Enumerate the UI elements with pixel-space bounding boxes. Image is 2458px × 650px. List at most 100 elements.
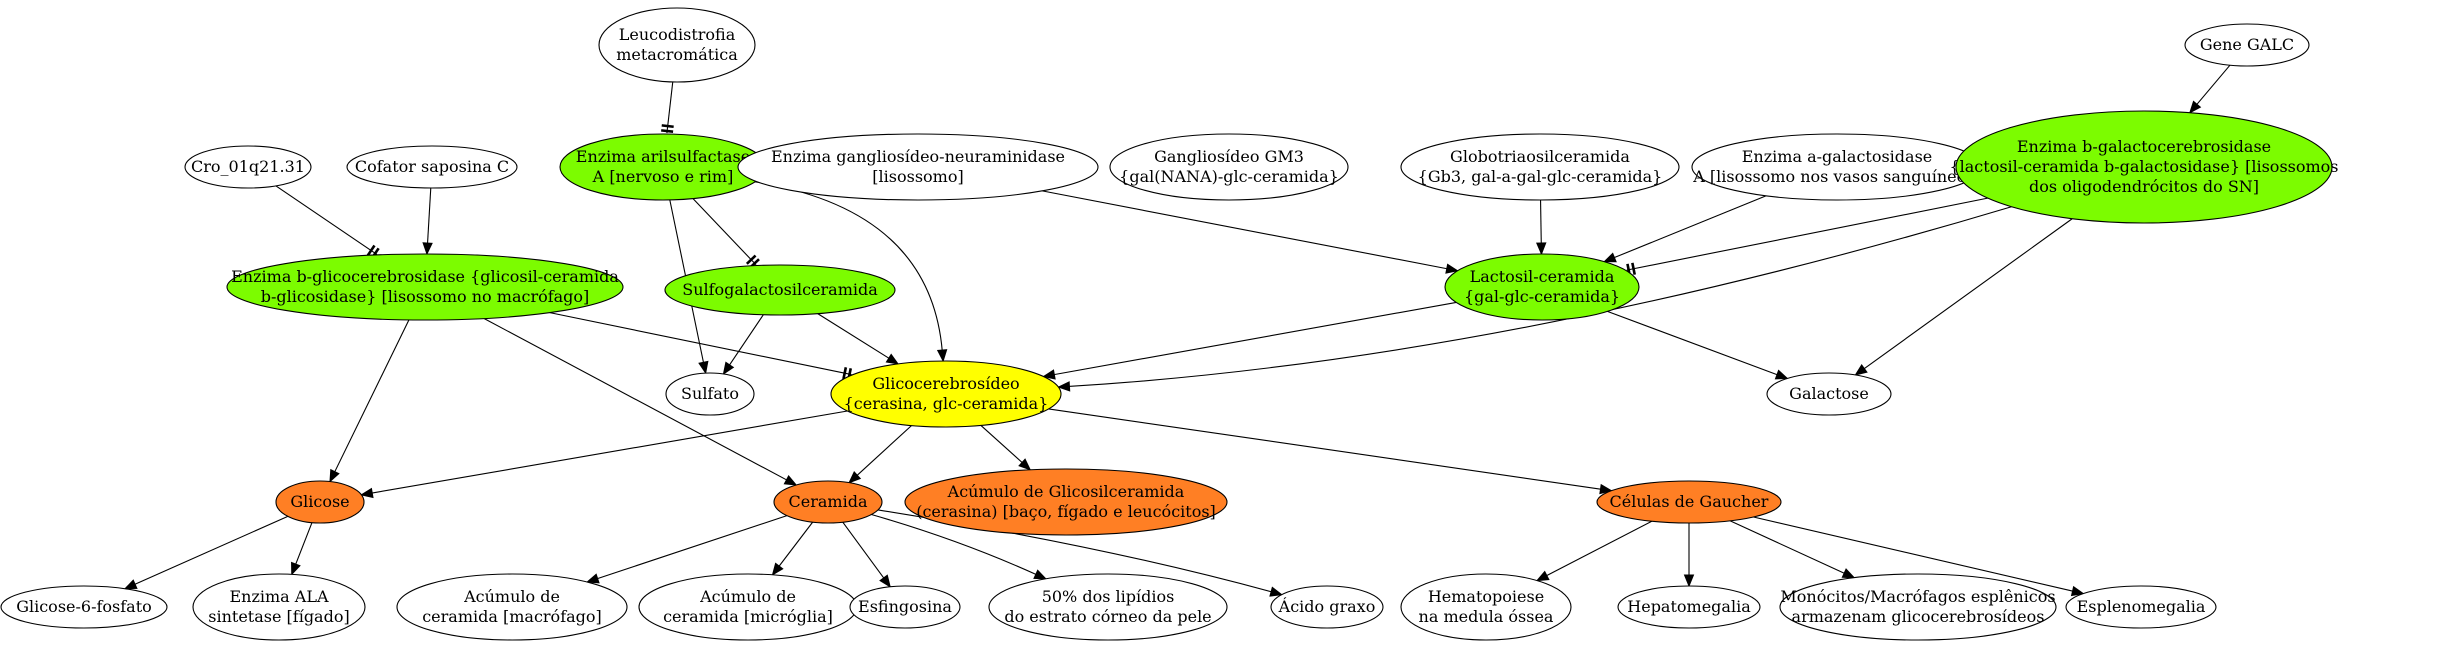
node-ellipse: [0, 585, 168, 629]
edge-line: [1863, 218, 2073, 370]
node-monocitos: Monócitos/Macrófagos esplênicosarmazenam…: [1779, 573, 2057, 641]
edge-b-galactocerebrosidase-to-galactose: [1854, 218, 2073, 376]
node-label: Enzima arilsulfactase: [576, 147, 750, 166]
node-label: A [lisossomo nos vasos sanguíneos]: [1692, 167, 1980, 186]
node-label: {cerasina, glc-ceramida}: [844, 394, 1049, 413]
node-ellipse: [1270, 585, 1384, 629]
node-label: Galactose: [1789, 384, 1869, 403]
node-ellipse: [773, 480, 883, 524]
node-gene-galc: Gene GALC: [2184, 23, 2310, 67]
node-label: Acúmulo de: [699, 587, 796, 606]
node-label: Hematopoiese: [1428, 587, 1544, 606]
edge-line: [871, 513, 1037, 576]
node-label: Glicose-6-fosfato: [16, 597, 152, 616]
node-ellipse: [665, 372, 755, 416]
node-label: Monócitos/Macrófagos esplênicos: [1780, 587, 2055, 606]
node-label: Acúmulo de Glicosilceramida: [947, 482, 1185, 501]
node-label: Gene GALC: [2200, 35, 2294, 54]
arrowhead: [783, 474, 798, 486]
edge-b-glicocerebrosidase-to-ceramida: [483, 318, 798, 486]
node-label: A [nervoso e rim]: [592, 167, 734, 186]
edge-line: [1626, 197, 1988, 271]
arrowhead: [1033, 569, 1048, 580]
arrowhead: [879, 574, 891, 588]
edge-glicose-to-ala: [291, 522, 313, 576]
node-label: do estrato córneo da pele: [1004, 607, 1211, 626]
node-ellipse: [1617, 585, 1761, 629]
arrowhead: [885, 353, 900, 365]
node-ellipse: [1400, 133, 1680, 201]
node-label: {Gb3, gal-a-gal-glc-ceramida}: [1418, 167, 1663, 186]
edge-line: [294, 522, 313, 566]
node-label: Leucodistrofia: [619, 25, 736, 44]
node-label: Glicose: [290, 492, 349, 511]
node-lactosil: Lactosil-ceramida{gal-glc-ceramida}: [1444, 253, 1640, 321]
node-label: Enzima a-galactosidase: [1742, 147, 1933, 166]
edge-line: [133, 515, 289, 586]
node-galactose: Galactose: [1766, 372, 1892, 416]
edge-line: [980, 425, 1024, 464]
arrowhead: [585, 573, 600, 584]
edge-line: [842, 521, 885, 580]
node-label: {gal(NANA)-glc-ceramida}: [1119, 167, 1339, 186]
edge-line: [692, 198, 757, 266]
node-label: na medula óssea: [1419, 607, 1554, 626]
edge-line: [778, 521, 814, 568]
node-ellipse: [904, 468, 1228, 536]
node-label: Sulfato: [681, 384, 739, 403]
node-b-galactocerebrosidase: Enzima b-galactocerebrosidase{lactosil-c…: [1949, 110, 2339, 224]
node-label: Enzima gangliosídeo-neuraminidase: [771, 147, 1065, 166]
node-glicocerebrosideo: Glicocerebrosídeo{cerasina, glc-ceramida…: [830, 360, 1062, 428]
edge-line: [596, 515, 788, 580]
edge-a-galactosidase-to-lactosil: [1603, 195, 1767, 263]
arrowhead: [1603, 252, 1617, 263]
arrowhead: [2188, 100, 2202, 114]
arrowhead: [1774, 369, 1789, 380]
node-label: 50% dos lipídios: [1042, 587, 1175, 606]
node-sulfato: Sulfato: [665, 372, 755, 416]
node-ellipse: [2184, 23, 2310, 67]
node-label: Ácido graxo: [1278, 596, 1376, 616]
node-label: (cerasina) [baço, fígado e leucócitos]: [916, 502, 1216, 521]
edge-gaucher-to-hematopoiese: [1535, 520, 1653, 582]
node-label: Cofator saposina C: [355, 157, 509, 176]
node-glicose-6: Glicose-6-fosfato: [0, 585, 168, 629]
node-label: b-glicosidase} [lisossomo no macrófago]: [261, 287, 590, 306]
node-b-glicocerebrosidase: Enzima b-glicocerebrosidase {glicosil-ce…: [226, 253, 624, 321]
arrowhead: [1535, 570, 1550, 582]
node-label: Hepatomegalia: [1627, 597, 1751, 616]
node-label: Enzima b-glicocerebrosidase {glicosil-ce…: [231, 267, 619, 286]
edge-neuraminidase-to-lactosil: [1042, 190, 1459, 274]
node-label: {gal-glc-ceramida}: [1464, 287, 1620, 306]
node-ceramida: Ceramida: [773, 480, 883, 524]
node-label: {lactosil-ceramida b-galactosidase} [lis…: [1949, 157, 2338, 176]
arrowhead: [123, 579, 138, 590]
node-label: dos oligodendrócitos do SN]: [2029, 177, 2259, 196]
node-cofator: Cofator saposina C: [346, 145, 518, 189]
edge-line: [666, 81, 674, 134]
arrowhead: [1018, 458, 1032, 471]
arrowhead: [1683, 574, 1695, 588]
node-ellipse: [1444, 253, 1640, 321]
inhibition-bar: [661, 129, 674, 134]
inhibition-bar: [1631, 262, 1636, 275]
edge-line: [1540, 199, 1542, 245]
inhibition-bar: [661, 124, 674, 129]
inhibition-bar: [366, 244, 376, 257]
node-label: Gangliosídeo GM3: [1154, 147, 1304, 166]
arrowhead: [936, 349, 948, 363]
node-ellipse: [988, 573, 1228, 641]
arrowhead: [1445, 263, 1459, 274]
node-acido-graxo: Ácido graxo: [1270, 585, 1384, 629]
edge-line: [333, 319, 410, 473]
arrowhead: [1841, 568, 1856, 579]
node-label: metacromática: [616, 45, 738, 64]
arrowhead: [1269, 586, 1284, 597]
node-acumulo-glicosil: Acúmulo de Glicosilceramida(cerasina) [b…: [904, 468, 1228, 536]
